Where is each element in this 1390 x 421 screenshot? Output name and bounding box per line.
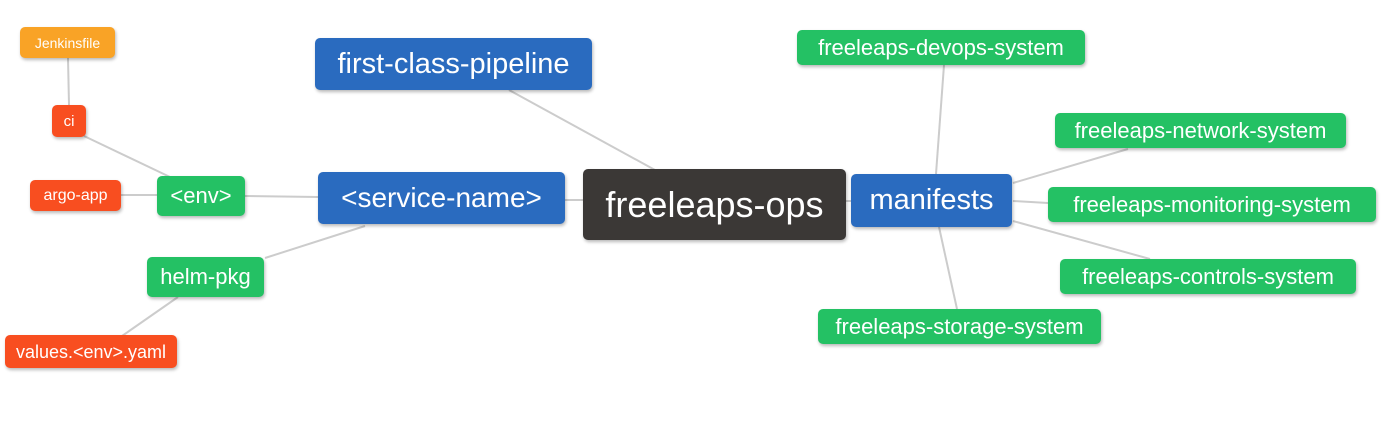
node-helm-pkg[interactable]: helm-pkg xyxy=(147,257,264,297)
node-jenkinsfile[interactable]: Jenkinsfile xyxy=(20,27,115,58)
edge-env-service-name xyxy=(244,195,319,198)
node-argo-app[interactable]: argo-app xyxy=(30,180,121,211)
node-freeleaps-ops[interactable]: freeleaps-ops xyxy=(583,169,846,240)
node-freeleaps-network-system[interactable]: freeleaps-network-system xyxy=(1055,113,1346,148)
edge-manifests-storage xyxy=(938,226,958,310)
node-ci[interactable]: ci xyxy=(52,105,86,137)
edge-jenkinsfile-ci xyxy=(67,57,70,106)
node-values-env-yaml[interactable]: values.<env>.yaml xyxy=(5,335,177,368)
node-manifests[interactable]: manifests xyxy=(851,174,1012,227)
edge-ci-env xyxy=(83,135,171,178)
edge-manifests-devops xyxy=(935,64,945,175)
node-service-name[interactable]: <service-name> xyxy=(318,172,565,224)
node-freeleaps-storage-system[interactable]: freeleaps-storage-system xyxy=(818,309,1101,344)
edge-manifests-monitoring xyxy=(1012,200,1049,204)
node-freeleaps-devops-system[interactable]: freeleaps-devops-system xyxy=(797,30,1085,65)
edge-manifests-controls xyxy=(1012,220,1151,260)
node-env[interactable]: <env> xyxy=(157,176,245,216)
edge-helm-pkg-service-name xyxy=(264,225,366,259)
node-first-class-pipeline[interactable]: first-class-pipeline xyxy=(315,38,592,90)
edge-pipeline-freeleaps-ops xyxy=(508,89,656,171)
node-freeleaps-monitoring-system[interactable]: freeleaps-monitoring-system xyxy=(1048,187,1376,222)
node-freeleaps-controls-system[interactable]: freeleaps-controls-system xyxy=(1060,259,1356,294)
edge-manifests-network xyxy=(1012,148,1129,184)
edge-values-helm-pkg xyxy=(121,296,179,337)
